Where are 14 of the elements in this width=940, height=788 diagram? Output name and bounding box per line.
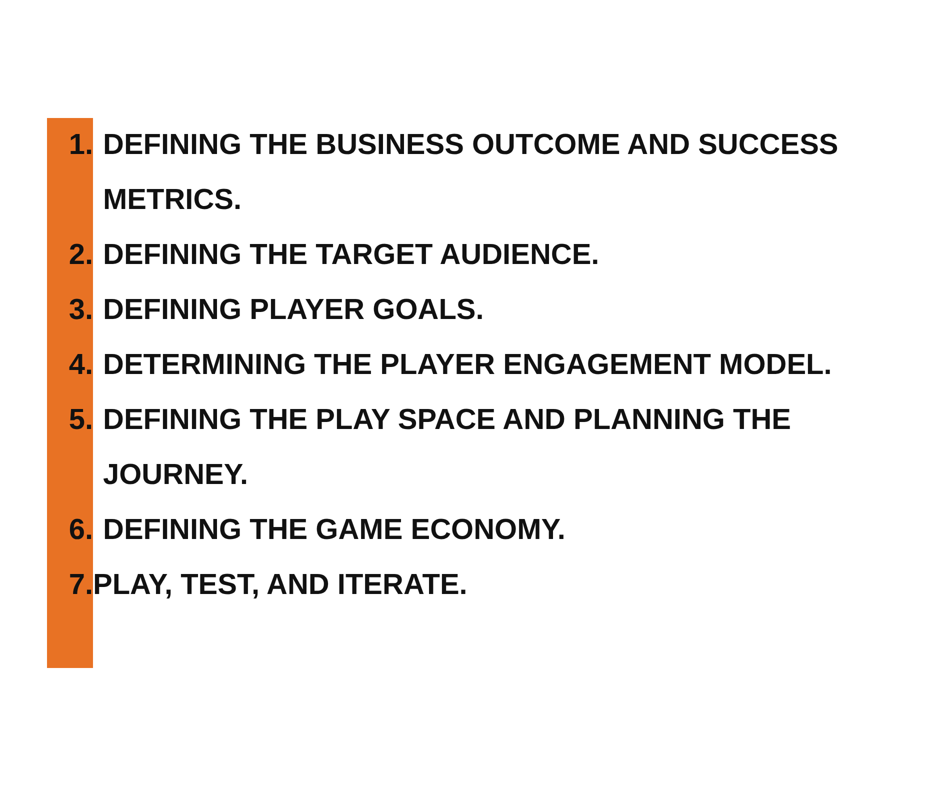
list-number: 6. <box>68 513 93 548</box>
list-item-text: PLAY, TEST, AND ITERATE. <box>93 568 468 603</box>
list-number: 4. <box>68 348 93 383</box>
list-item-text: DEFINING THE BUSINESS OUTCOME AND SUCCESS METRICS. <box>102 128 840 218</box>
list-item-text: DEFINING THE TARGET AUDIENCE. <box>102 238 600 273</box>
list-number: 5. <box>68 403 93 438</box>
list-item-text: DEFINING THE PLAY SPACE AND PLANNING THE JOURNEY. <box>102 403 792 493</box>
list-number: 1. <box>68 128 93 163</box>
list-item-text: DEFINING THE GAME ECONOMY. <box>102 513 566 548</box>
list-item-text: DETERMINING THE PLAYER ENGAGEMENT MODEL. <box>102 348 832 383</box>
list-number: 3. <box>68 293 93 328</box>
list-item-text: DEFINING PLAYER GOALS. <box>102 293 484 328</box>
list-number: 2. <box>68 238 93 273</box>
list-number: 7. <box>68 568 93 603</box>
